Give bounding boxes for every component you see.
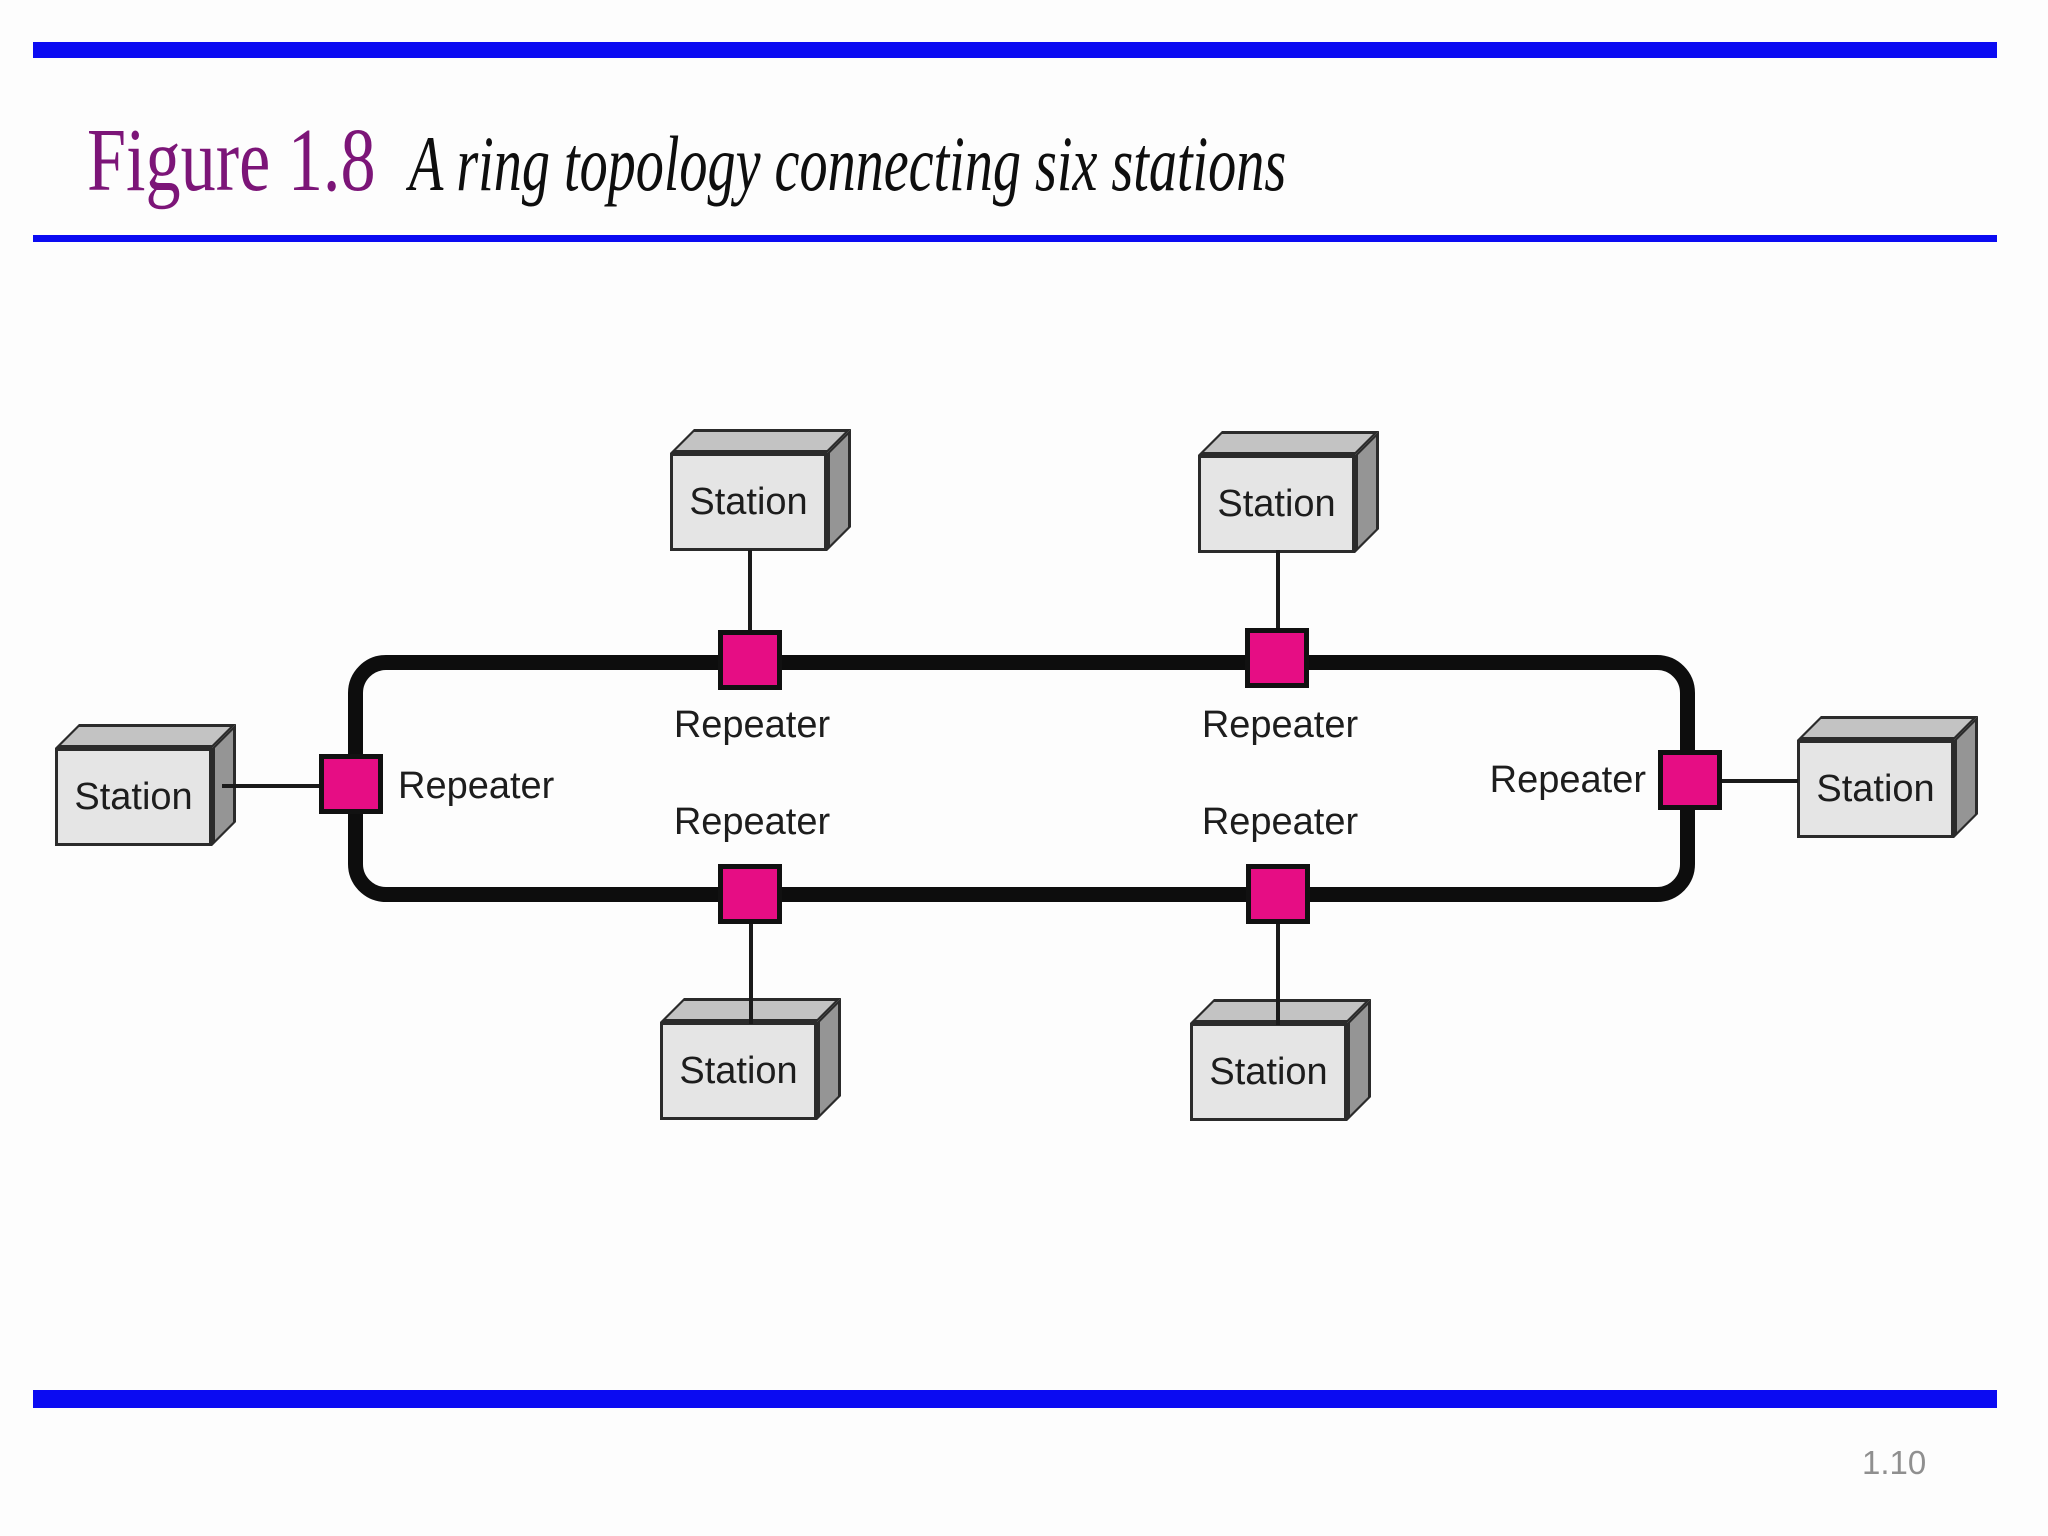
page-number: 1.10	[1862, 1444, 1927, 1481]
repeater-label-top-left: Repeater	[673, 704, 831, 746]
station-box-top-left: Station	[670, 429, 851, 551]
station-face-front: Station	[55, 748, 212, 846]
repeater-label-bottom-right: Repeater	[1201, 801, 1359, 843]
station-label: Station	[74, 775, 193, 818]
station-box-top-right: Station	[1198, 431, 1379, 553]
station-label: Station	[1217, 482, 1336, 525]
station-face-top	[1797, 716, 1978, 740]
station-face-front: Station	[1190, 1023, 1347, 1121]
station-label: Station	[679, 1049, 798, 1092]
station-face-front: Station	[660, 1022, 817, 1120]
repeater-node-bottom-right	[1246, 864, 1310, 924]
connector-right	[1720, 779, 1798, 783]
station-box-bottom-right: Station	[1190, 999, 1371, 1121]
repeater-node-right	[1658, 750, 1722, 810]
top-accent-bar	[33, 42, 1997, 58]
connector-left	[222, 784, 320, 788]
repeater-label-top-right: Repeater	[1201, 704, 1359, 746]
station-face-front: Station	[1797, 740, 1954, 838]
station-box-bottom-left: Station	[660, 998, 841, 1120]
repeater-node-top-right	[1245, 628, 1309, 688]
connector-top-left	[748, 550, 752, 632]
station-box-left: Station	[55, 724, 236, 846]
repeater-node-top-left	[718, 630, 782, 690]
station-box-right: Station	[1797, 716, 1978, 838]
repeater-label-bottom-left: Repeater	[673, 801, 831, 843]
station-label: Station	[1209, 1050, 1328, 1093]
figure-label: Figure 1.8	[87, 111, 376, 210]
repeater-node-bottom-left	[718, 864, 782, 924]
station-label: Station	[1816, 767, 1935, 810]
station-face-front: Station	[1198, 455, 1355, 553]
station-face-top	[1198, 431, 1379, 455]
station-label: Station	[689, 480, 808, 523]
repeater-label-right: Repeater	[1489, 759, 1646, 801]
repeater-label-left: Repeater	[398, 765, 555, 807]
station-face-front: Station	[670, 453, 827, 551]
figure-caption: A ring topology connecting six stations	[409, 120, 1287, 207]
bottom-accent-bar	[33, 1390, 1997, 1408]
station-face-top	[55, 724, 236, 748]
station-face-top	[1190, 999, 1371, 1023]
connector-bottom-left	[749, 922, 753, 1024]
repeater-node-left	[319, 754, 383, 814]
title-divider-rule	[33, 235, 1997, 242]
connector-bottom-right	[1276, 922, 1280, 1025]
station-face-top	[670, 429, 851, 453]
connector-top-right	[1276, 550, 1280, 630]
